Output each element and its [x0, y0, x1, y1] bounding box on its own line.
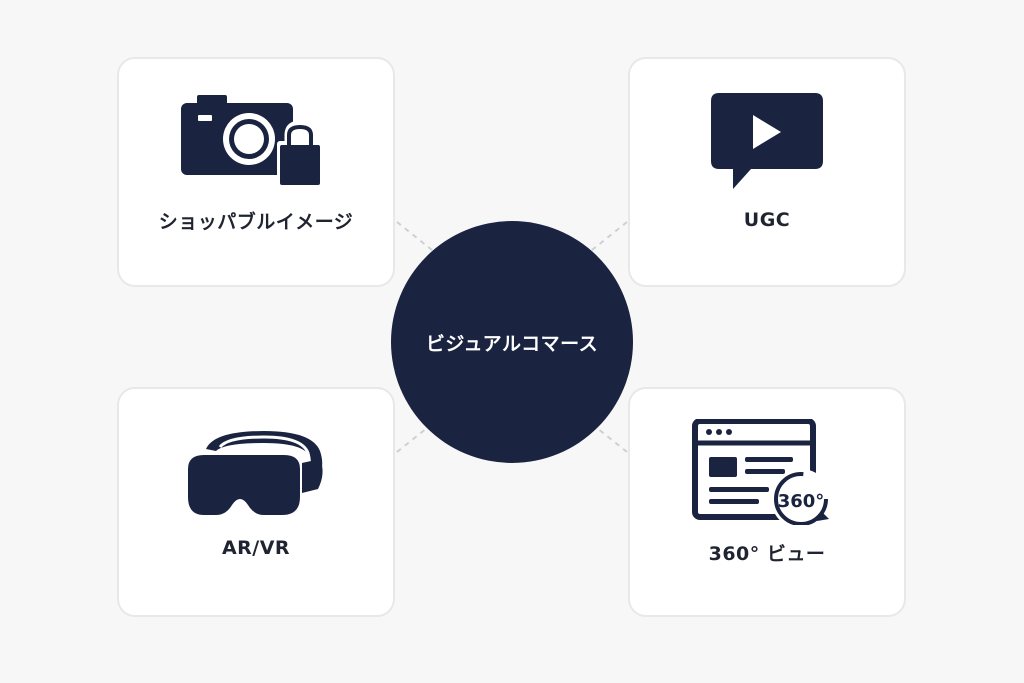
- connector-bottom-right: [591, 423, 628, 453]
- video-chat-bubble-icon: [711, 93, 823, 195]
- card-ugc: UGC: [628, 57, 906, 287]
- connector-top-left: [396, 221, 433, 251]
- camera-shopping-bag-icon: [181, 95, 331, 195]
- card-label: AR/VR: [221, 537, 291, 559]
- card-label: ショッパブルイメージ: [158, 211, 354, 233]
- browser-360-icon: 360°: [687, 418, 847, 529]
- vr-headset-icon: [184, 429, 328, 523]
- badge-360-text: 360°: [778, 491, 825, 512]
- center-label: ビジュアルコマース: [425, 332, 599, 355]
- card-label: UGC: [743, 209, 791, 231]
- center-hub: ビジュアルコマース: [391, 221, 633, 463]
- card-360-view: 360° 360° ビュー: [628, 387, 906, 617]
- card-ar-vr: AR/VR: [117, 387, 395, 617]
- connector-top-right: [591, 221, 628, 251]
- card-label: 360° ビュー: [708, 543, 826, 565]
- card-shoppable-images: ショッパブルイメージ: [117, 57, 395, 287]
- connector-bottom-left: [396, 423, 433, 453]
